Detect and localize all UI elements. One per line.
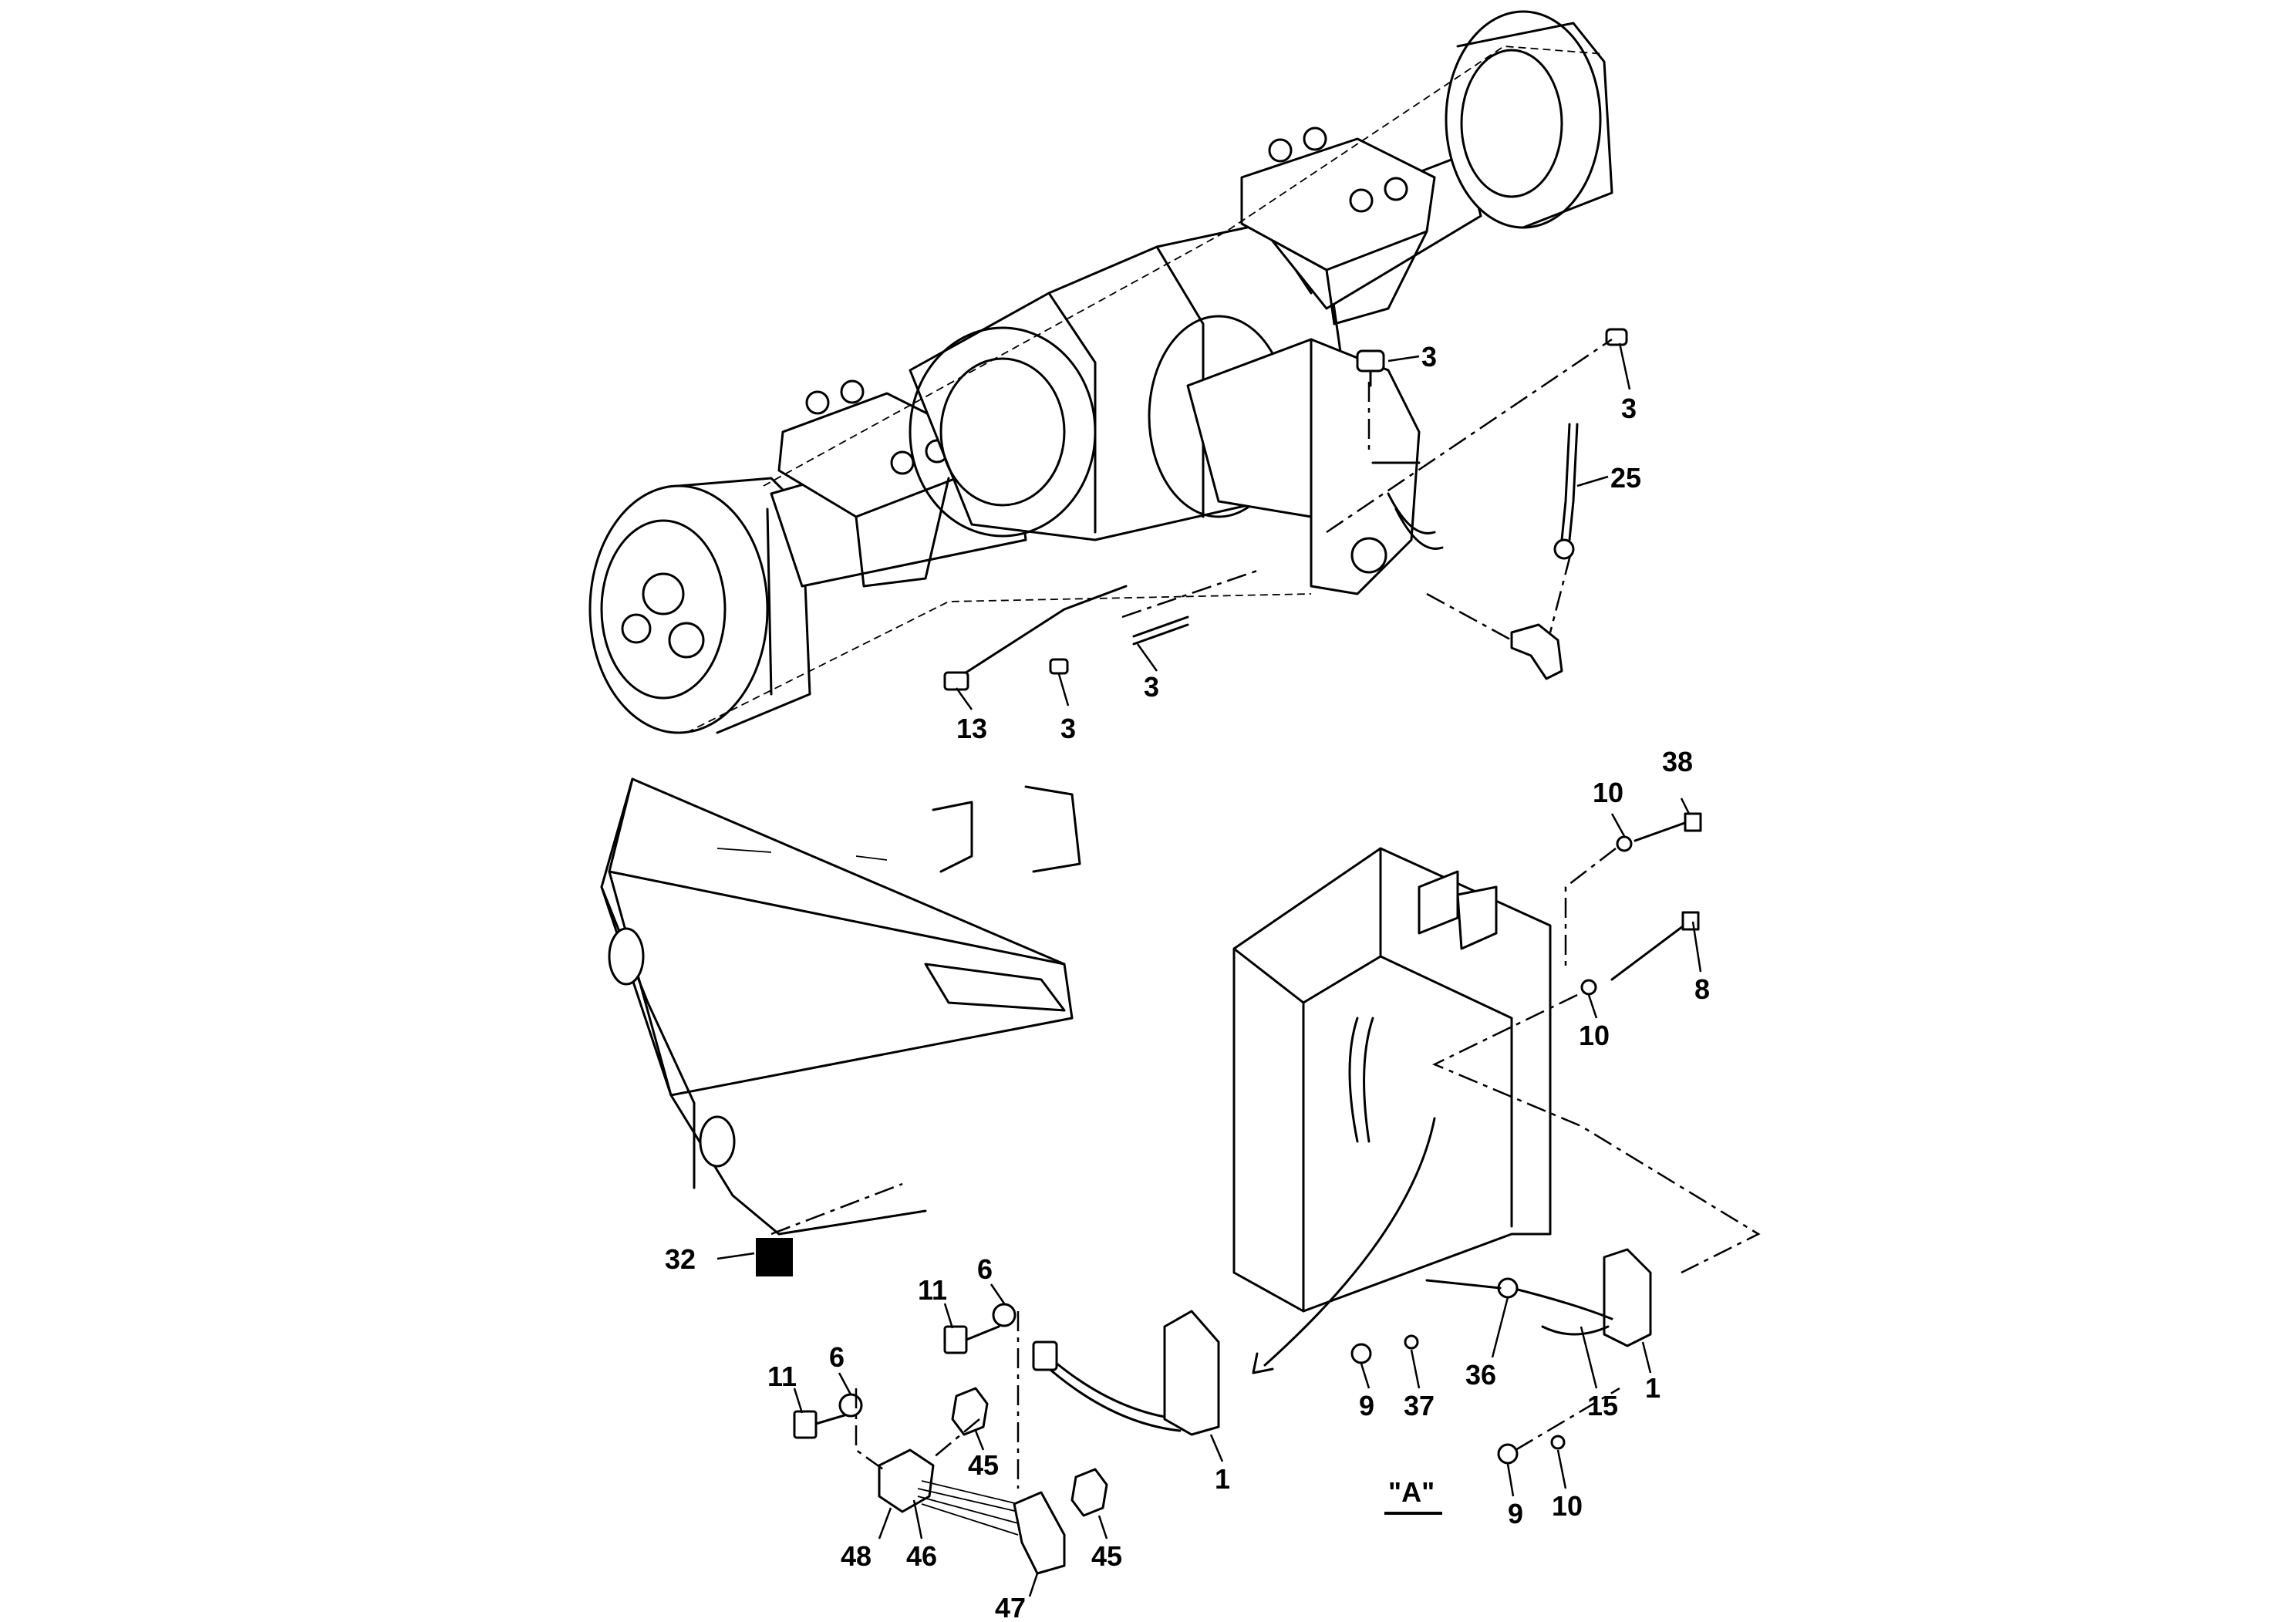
callout-10: 10 xyxy=(1552,1490,1583,1522)
callout-9: 9 xyxy=(1359,1390,1374,1421)
leader-lines xyxy=(716,342,1702,1597)
washer xyxy=(1616,835,1633,852)
bolt-11 xyxy=(793,1410,818,1439)
callout-6: 6 xyxy=(829,1341,845,1373)
callout-8: 8 xyxy=(1694,973,1710,1005)
callout-38: 38 xyxy=(1662,746,1693,777)
callout-3: 3 xyxy=(1144,671,1159,703)
callout-3: 3 xyxy=(1621,393,1637,424)
nut xyxy=(1350,1343,1372,1364)
bolt-38 xyxy=(1633,820,1691,842)
grommet xyxy=(1497,1277,1519,1299)
washer xyxy=(838,1393,863,1418)
plug-cap xyxy=(1049,658,1069,675)
nut-45 xyxy=(951,1387,989,1436)
callout-36: 36 xyxy=(1465,1359,1496,1391)
grommet-47 xyxy=(1013,1491,1066,1575)
decal-label xyxy=(756,1238,793,1276)
sensor-block xyxy=(1163,1310,1220,1436)
hydraulic-hose xyxy=(1560,423,1571,541)
axle-fittings xyxy=(943,328,1628,691)
callout-1: 1 xyxy=(1645,1372,1660,1404)
callout-9: 9 xyxy=(1508,1498,1523,1529)
callout-6: 6 xyxy=(977,1253,993,1285)
frame-bracket xyxy=(600,777,1081,1276)
callout-labels: 3 3 25 3 13 3 38 10 8 10 32 6 11 6 11 45… xyxy=(665,341,1710,1622)
callout-45: 45 xyxy=(968,1449,999,1481)
callout-47: 47 xyxy=(995,1592,1026,1622)
callout-15: 15 xyxy=(1587,1390,1618,1421)
nut xyxy=(1497,1443,1519,1465)
tube-rod xyxy=(1132,615,1189,638)
axle-assembly xyxy=(588,10,1613,734)
sensor-cable xyxy=(955,585,1128,680)
elbow-fitting xyxy=(1510,623,1563,680)
plug-cap xyxy=(1605,328,1628,346)
callout-45: 45 xyxy=(1091,1540,1122,1572)
washer xyxy=(1580,979,1597,996)
bolt-8 xyxy=(1610,920,1691,981)
nut-45 xyxy=(1070,1468,1108,1517)
callout-37: 37 xyxy=(1404,1390,1435,1421)
callout-11: 11 xyxy=(767,1361,797,1392)
control-box xyxy=(1232,812,1761,1465)
callout-48: 48 xyxy=(841,1540,872,1572)
harness-parts xyxy=(793,1303,1220,1575)
callout-25: 25 xyxy=(1610,462,1641,494)
callout-10: 10 xyxy=(1593,777,1623,808)
callout-3: 3 xyxy=(1060,713,1076,744)
callout-1: 1 xyxy=(1215,1463,1230,1495)
callout-10: 10 xyxy=(1579,1020,1610,1051)
callout-3: 3 xyxy=(1421,341,1437,373)
callout-46: 46 xyxy=(906,1540,937,1572)
washer xyxy=(992,1303,1017,1327)
view-label: "A" xyxy=(1384,1476,1442,1515)
bolt-11 xyxy=(943,1325,968,1354)
sensor-block xyxy=(1603,1248,1652,1347)
plug-cap xyxy=(1356,349,1385,373)
harness-clip xyxy=(878,1448,935,1513)
callout-13: 13 xyxy=(956,713,987,744)
callout-11: 11 xyxy=(918,1274,947,1306)
callout-32: 32 xyxy=(665,1243,696,1275)
view-label-a: "A" xyxy=(1388,1476,1435,1508)
washer xyxy=(1550,1435,1566,1450)
washer xyxy=(1404,1334,1419,1350)
